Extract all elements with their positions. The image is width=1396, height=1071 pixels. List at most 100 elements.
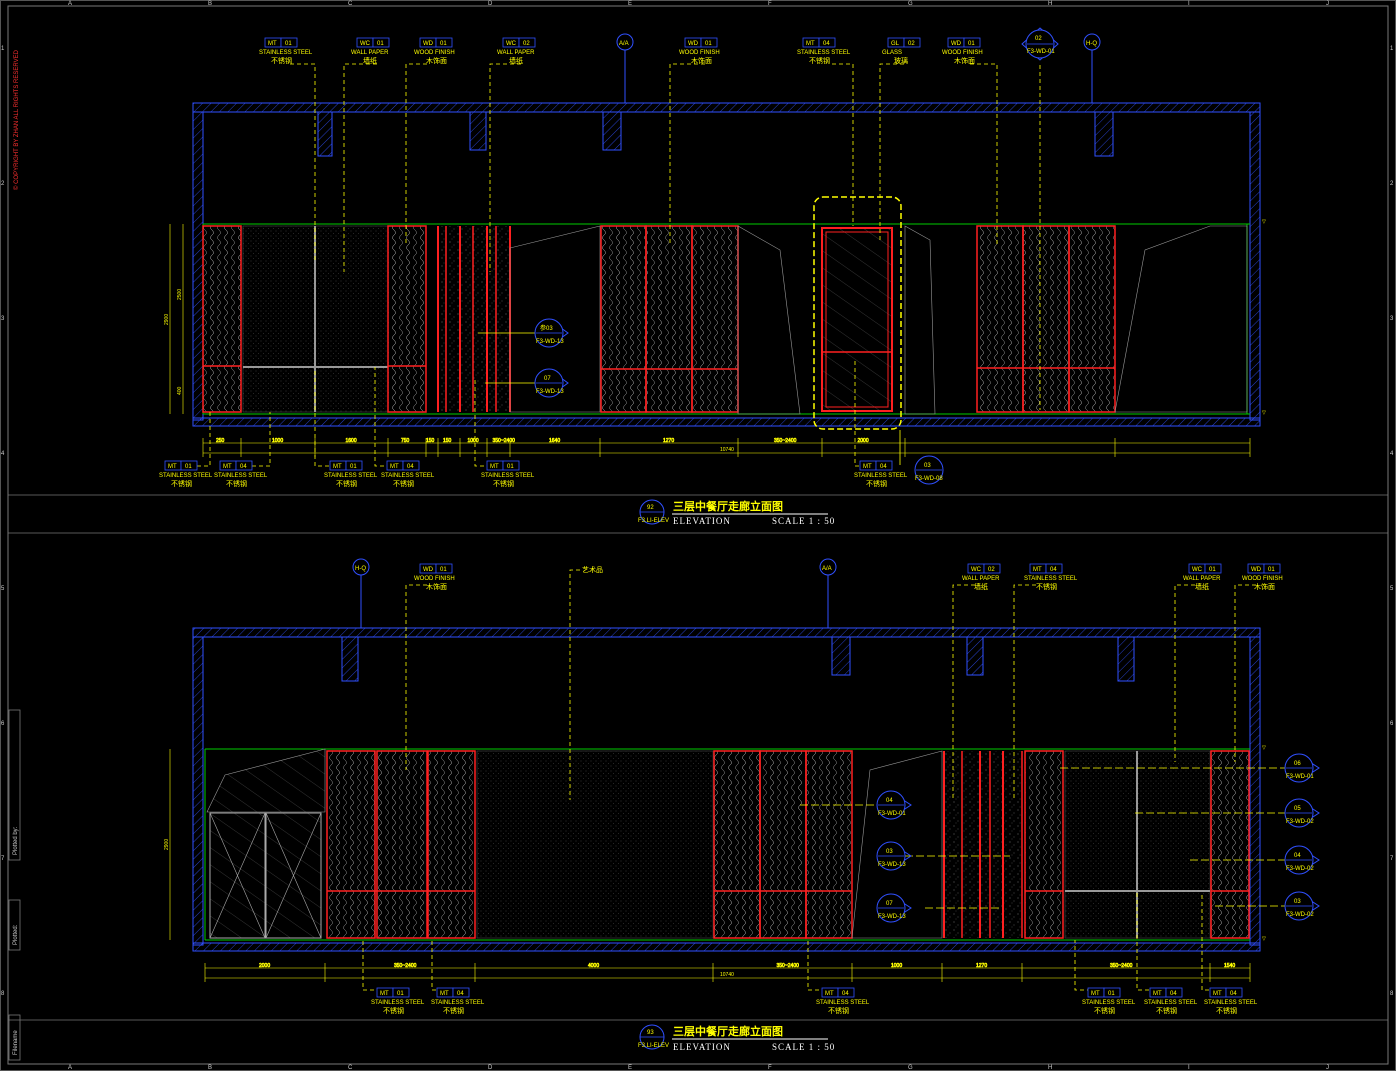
detail-number: 07 [886, 901, 893, 907]
svg-text:参03: 参03 [540, 324, 553, 332]
callout-number: 01 [185, 464, 192, 470]
e1-axis-left: A/A [616, 33, 634, 51]
callout-english: STAINLESS STEEL [1204, 1000, 1258, 1006]
grid-number-left: 8 [1, 991, 5, 997]
e1-scale: SCALE 1 : 50 [772, 516, 835, 526]
callout-chinese: 木饰面 [426, 582, 447, 591]
e1-height-upper: 2500 [177, 289, 183, 300]
dimension-value: 350~2400 [394, 963, 417, 969]
callout-chinese: 不锈钢 [393, 479, 414, 488]
callout-chinese: 不锈钢 [809, 56, 830, 65]
detail-number: 03 [886, 849, 893, 855]
grid-number-left: 4 [1, 451, 5, 457]
grid-letter-bottom: B [208, 1065, 212, 1071]
callout-chinese: 不锈钢 [1094, 1006, 1115, 1015]
grid-letter-bottom: A [68, 1065, 72, 1071]
svg-text:07: 07 [544, 376, 551, 382]
callout-code: WD [423, 567, 434, 573]
detail-number: 04 [886, 798, 893, 804]
callout-number: 04 [240, 464, 247, 470]
grid-letter-top: C [348, 1, 353, 7]
callout-code: MT [863, 464, 872, 470]
e2-ref: F3.LI-ELEV [638, 1043, 669, 1049]
grid-letter-top: E [628, 1, 632, 7]
callout-number: 01 [507, 464, 514, 470]
e1-overall-dim: 10740 [720, 447, 734, 453]
svg-text:A/A: A/A [822, 566, 832, 572]
svg-text:F3-WD-01: F3-WD-01 [1027, 49, 1055, 55]
grid-number-right: 3 [1390, 316, 1394, 322]
callout-number: 01 [968, 41, 975, 47]
callout-number: 04 [1230, 991, 1237, 997]
callout-number: 04 [1170, 991, 1177, 997]
callout-chinese: 不锈钢 [1216, 1006, 1237, 1015]
detail-number: 05 [1294, 806, 1301, 812]
grid-letter-top: F [768, 1, 772, 7]
callout-english: WOOD FINISH [1242, 576, 1283, 582]
grid-number-right: 8 [1390, 991, 1394, 997]
callout-code: MT [1153, 991, 1162, 997]
callout-english: STAINLESS STEEL [481, 473, 535, 479]
callout-code: GL [891, 41, 900, 47]
detail-number: 06 [1294, 761, 1301, 767]
callout-chinese: 墙纸 [1195, 582, 1209, 591]
e1-ref: F3.LI-ELEV [638, 518, 669, 524]
grid-letter-top: D [488, 1, 493, 7]
grid-letter-top: H [1048, 1, 1052, 7]
callout-chinese: 不锈钢 [383, 1006, 404, 1015]
grid-number-left: 7 [1, 856, 5, 862]
grid-letter-bottom: D [488, 1065, 493, 1071]
grid-letter-bottom: G [908, 1065, 913, 1071]
callout-number: 04 [880, 464, 887, 470]
callout-chinese: 不锈钢 [226, 479, 247, 488]
callout-english: WALL PAPER [1183, 576, 1221, 582]
dimension-value: 1640 [549, 438, 560, 444]
e2-axis-left: H-Q [352, 558, 370, 576]
e1-number: 92 [647, 505, 654, 511]
callout-code: MT [1033, 567, 1042, 573]
callout-chinese: 不锈钢 [171, 479, 192, 488]
svg-text:03: 03 [924, 463, 931, 469]
dimension-value: 150 [426, 438, 435, 444]
callout-number: 01 [1268, 567, 1275, 573]
callout-english: STAINLESS STEEL [1024, 576, 1078, 582]
plotted-label: Plotted: [13, 924, 19, 945]
callout-code: MT [1213, 991, 1222, 997]
callout-number: 01 [350, 464, 357, 470]
callout-english: STAINLESS STEEL [1082, 1000, 1136, 1006]
callout-code: WC [971, 567, 982, 573]
callout-code: MT [440, 991, 449, 997]
callout-english: WOOD FINISH [679, 50, 720, 56]
e2-scale: SCALE 1 : 50 [772, 1042, 835, 1052]
dimension-value: 250 [216, 438, 225, 444]
detail-reference: F3-WD-13 [878, 862, 906, 868]
callout-code: MT [333, 464, 342, 470]
detail-reference: F3-WD-02 [1286, 819, 1314, 825]
e1-detail-c: 03 F3-WD-08 [914, 455, 944, 485]
callout-number: 04 [842, 991, 849, 997]
grid-number-right: 1 [1390, 46, 1394, 52]
grid-number-left: 5 [1, 586, 5, 592]
grid-number-left: 2 [1, 181, 5, 187]
detail-reference: F3-WD-02 [1286, 866, 1314, 872]
e2-art-note: 艺术品 [582, 565, 603, 574]
callout-number: 01 [1209, 567, 1216, 573]
e1-title-block: 92 F3.LI-ELEV 三层中餐厅走廊立面图 ELEVATION SCALE… [638, 499, 835, 526]
callout-code: MT [268, 41, 277, 47]
e2-number: 93 [647, 1030, 654, 1036]
callout-chinese: 不锈钢 [1156, 1006, 1177, 1015]
